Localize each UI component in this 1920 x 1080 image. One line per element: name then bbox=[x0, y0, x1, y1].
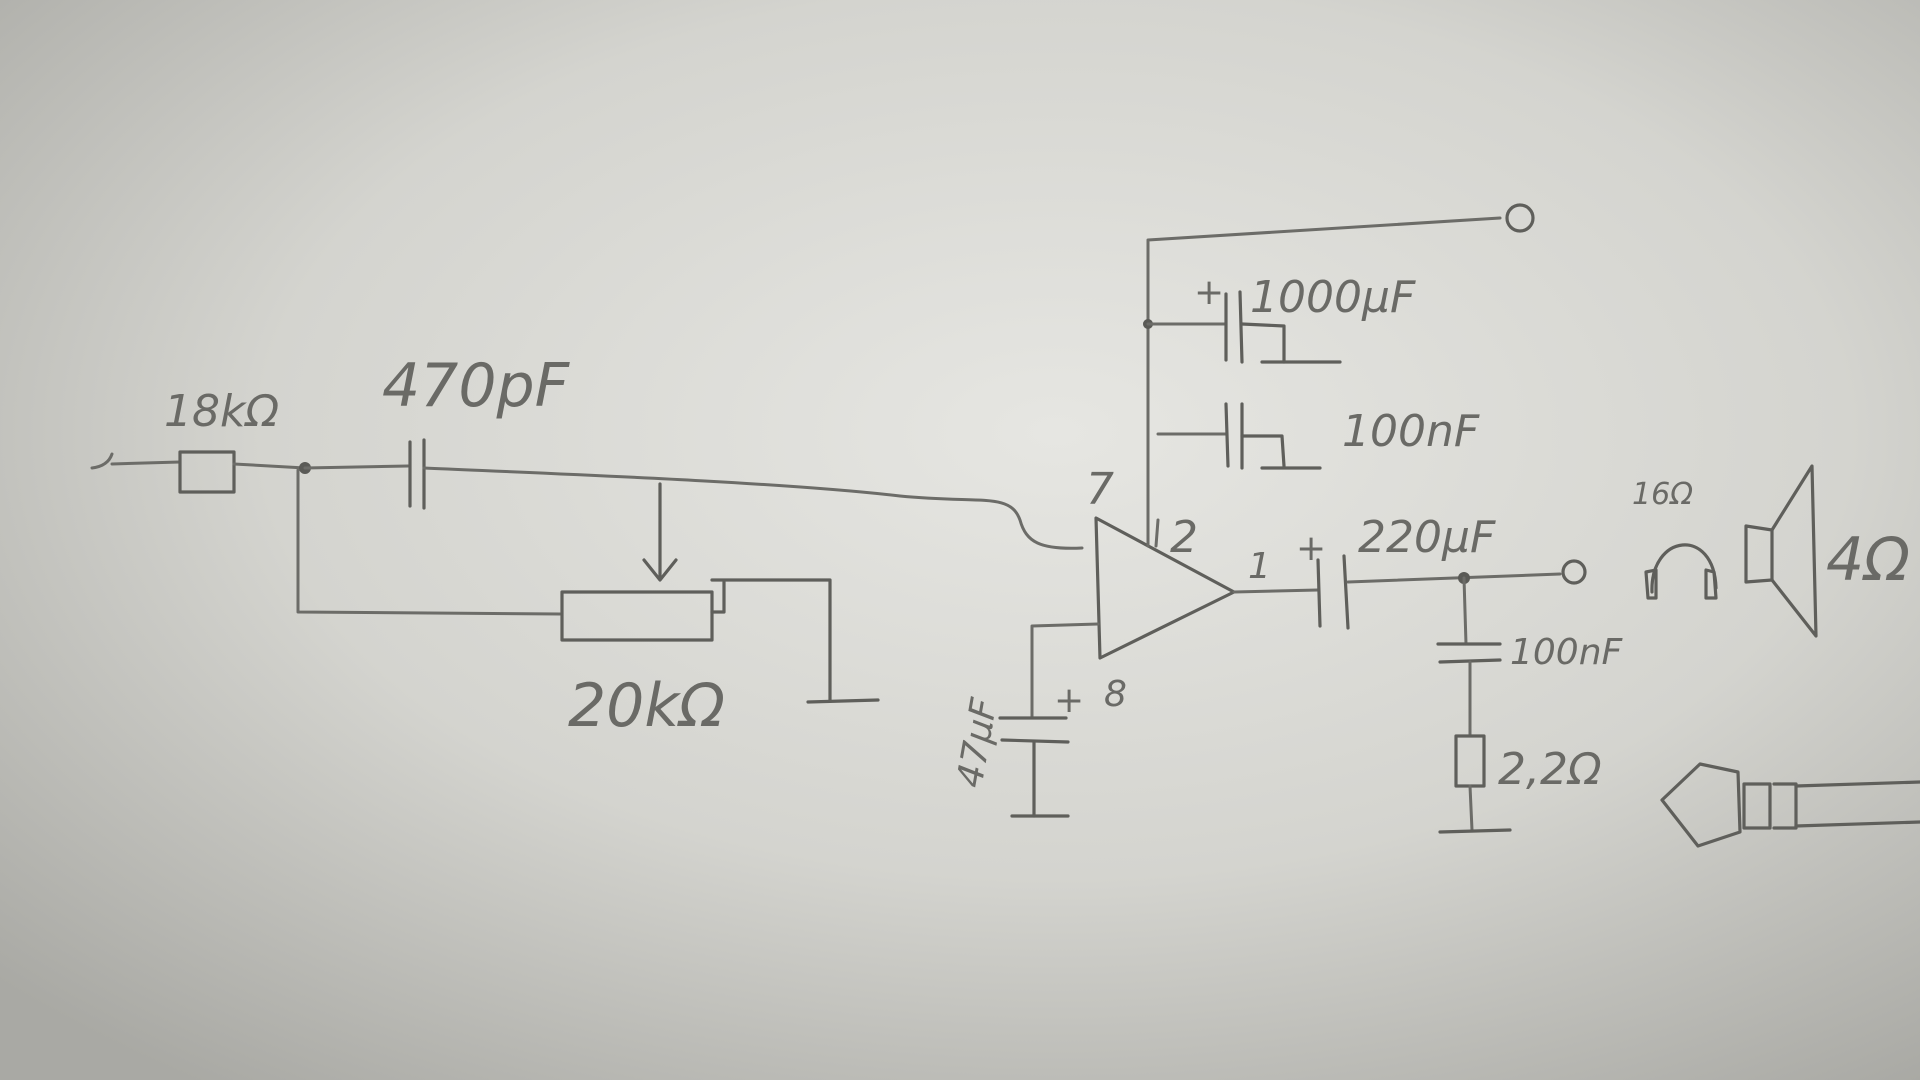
wire-node-down bbox=[296, 468, 562, 616]
label-input-capacitor: 470pF bbox=[382, 351, 571, 421]
input-terminal bbox=[90, 452, 114, 470]
label-supply-capacitor-big: 1000μF bbox=[1250, 272, 1416, 323]
wire-zobel-top bbox=[1462, 576, 1468, 646]
wire-supply-rail bbox=[1146, 216, 1502, 548]
amplifier-triangle bbox=[1094, 516, 1236, 660]
label-headphone: 16Ω bbox=[1632, 477, 1693, 512]
wire-node-to-cap bbox=[303, 464, 410, 470]
label-plus-bypass-cap: + bbox=[1054, 680, 1084, 721]
zobel-ground bbox=[1438, 828, 1512, 834]
label-speaker: 4Ω bbox=[1826, 525, 1910, 595]
input-capacitor bbox=[408, 438, 426, 510]
wire-cap-to-amp bbox=[422, 466, 1084, 550]
label-pin-2: 2 bbox=[1170, 512, 1198, 563]
wire-output-line bbox=[1346, 572, 1562, 584]
wire-pin8-bypass bbox=[1030, 622, 1100, 720]
wire-resistor-to-node bbox=[232, 462, 307, 470]
input-wire bbox=[110, 460, 182, 466]
label-plus-output-cap: + bbox=[1296, 528, 1326, 569]
potentiometer bbox=[560, 482, 880, 704]
label-pin-7: 7 bbox=[1086, 464, 1114, 515]
supply-terminal bbox=[1505, 203, 1535, 233]
label-zobel-capacitor: 100nF bbox=[1510, 632, 1624, 673]
wire-amp-out bbox=[1232, 588, 1320, 594]
label-supply-capacitor-small: 100nF bbox=[1342, 406, 1480, 457]
label-input-resistor: 18kΩ bbox=[164, 386, 279, 437]
jack-plug-icon bbox=[1660, 762, 1920, 848]
supply-capacitor-big bbox=[1224, 290, 1342, 364]
label-plus-big-cap: + bbox=[1194, 272, 1224, 313]
output-capacitor bbox=[1316, 554, 1350, 630]
label-output-capacitor: 220μF bbox=[1358, 512, 1496, 563]
label-zobel-resistor: 2,2Ω bbox=[1498, 744, 1602, 795]
label-pin-1: 1 bbox=[1248, 546, 1271, 587]
label-potentiometer: 20kΩ bbox=[568, 671, 725, 741]
supply-capacitor-small bbox=[1224, 402, 1322, 470]
input-resistor bbox=[178, 450, 236, 494]
output-terminal bbox=[1561, 559, 1587, 585]
speaker-icon bbox=[1744, 464, 1818, 638]
bypass-capacitor bbox=[998, 716, 1070, 818]
wire-zobel-bottom bbox=[1468, 784, 1474, 832]
label-pin-8: 8 bbox=[1104, 674, 1127, 715]
headphone-icon bbox=[1644, 543, 1718, 600]
